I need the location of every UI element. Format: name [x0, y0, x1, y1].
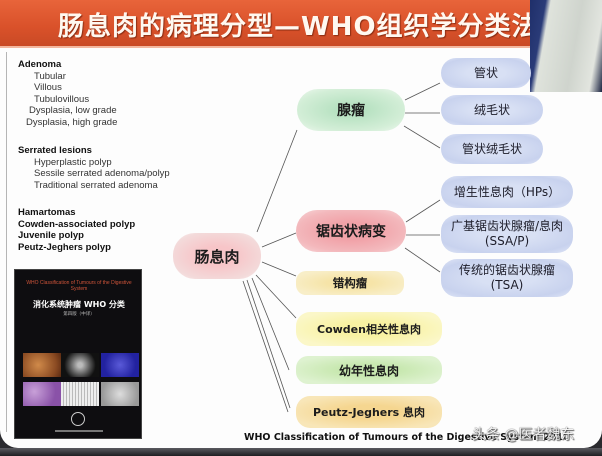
adenoma-item: Tubular: [34, 70, 66, 82]
leaf-line: (SSA/P): [484, 234, 530, 248]
leaf-ssa-p: 广基锯齿状腺瘤/息肉 (SSA/P): [441, 215, 573, 253]
who-logo-icon: [71, 412, 85, 426]
serrated-list: Serrated lesions Hyperplastic polyp Sess…: [18, 145, 170, 191]
branch-juvenile-polyp: 幼年性息肉: [296, 356, 442, 384]
branch-hamartoma: 错构瘤: [296, 271, 404, 295]
branch-adenoma: 腺瘤: [297, 89, 405, 131]
book-title-cn: 消化系统肿瘤 WHO 分类: [33, 300, 125, 309]
adenoma-item: Dysplasia, high grade: [26, 116, 118, 128]
histology-image: [23, 353, 61, 377]
histology-image: [101, 382, 139, 406]
other-item: Hamartomas: [18, 207, 76, 218]
speaker-photo: [530, 0, 602, 92]
book-title-en: WHO Classification of Tumours of the Dig…: [26, 280, 132, 292]
leaf-tubular: 管状: [441, 58, 531, 88]
leaf-tsa: 传统的锯齿状腺瘤 (TSA): [441, 259, 573, 297]
branch-serrated-lesion: 锯齿状病变: [296, 210, 406, 252]
adenoma-item: Dysplasia, low grade: [29, 105, 117, 116]
title-bar: 肠息肉的病理分型—WHO组织学分类法: [0, 0, 602, 48]
slide-title: 肠息肉的病理分型—WHO组织学分类法: [58, 12, 539, 42]
serrated-header: Serrated lesions: [18, 145, 92, 156]
leaf-villous: 绒毛状: [441, 95, 543, 125]
leaf-line: 增生性息肉（HPs）: [453, 184, 561, 199]
serrated-item: Traditional serrated adenoma: [34, 179, 158, 191]
screen-bezel: [0, 448, 602, 456]
serrated-item: Sessile serrated adenoma/polyp: [34, 168, 170, 179]
leaf-tubulovillous: 管状绒毛状: [441, 134, 543, 164]
adenoma-header: Adenoma: [18, 59, 62, 70]
histology-image: [23, 382, 61, 406]
root-node-colorectal-polyp: 肠息肉: [173, 233, 261, 279]
book-subtitle: 第四版（中译）: [63, 312, 95, 317]
leaf-line: 传统的锯齿状腺瘤: [458, 263, 555, 277]
citation-footer: WHO Classification of Tumours of the Dig…: [244, 432, 570, 443]
branch-peutz-jeghers-polyp: Peutz-Jeghers 息肉: [296, 396, 442, 428]
who-book-cover: WHO Classification of Tumours of the Dig…: [14, 269, 142, 439]
adenoma-item: Villous: [34, 82, 62, 93]
histology-image: [61, 382, 99, 406]
other-item: Cowden-associated polyp: [18, 218, 136, 230]
adenoma-list: Adenoma Tubular Villous Tubulovillous Dy…: [18, 59, 117, 128]
ct-image: [61, 353, 99, 377]
leaf-line: (TSA): [490, 278, 524, 292]
watermark: 头条 @医者魏东: [472, 427, 575, 443]
histology-image: [101, 353, 139, 377]
other-item: Peutz-Jeghers polyp: [18, 241, 111, 253]
adenoma-item: Tubulovillous: [34, 93, 90, 105]
leaf-hyperplastic-polyp: 增生性息肉（HPs）: [441, 176, 573, 208]
left-border: [6, 52, 7, 432]
other-list: Hamartomas Cowden-associated polyp Juven…: [18, 207, 135, 253]
leaf-line: 广基锯齿状腺瘤/息肉: [450, 219, 564, 233]
other-item: Juvenile polyp: [18, 230, 84, 241]
branch-cowden-polyp: Cowden相关性息肉: [296, 312, 442, 346]
publisher-line: [55, 430, 103, 432]
serrated-item: Hyperplastic polyp: [34, 156, 112, 168]
